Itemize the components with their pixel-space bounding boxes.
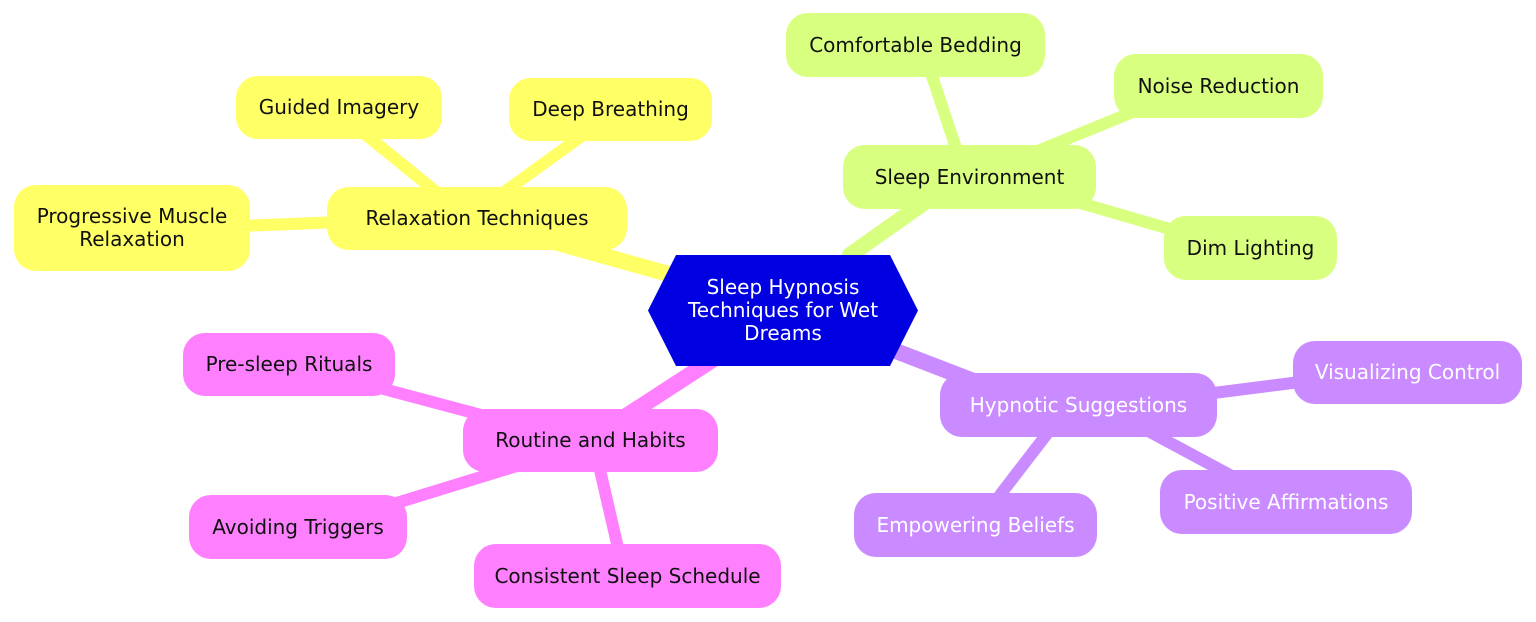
leaf-pre-sleep-rituals: Pre-sleep Rituals [183, 333, 395, 396]
root-node-label: Sleep Hypnosis Techniques for Wet Dreams [687, 275, 879, 345]
leaf-consistent-sleep-schedule: Consistent Sleep Schedule [474, 544, 781, 608]
edge-hypnotic-beliefs [994, 424, 1056, 501]
edge-routine-schedule [594, 464, 624, 554]
leaf-empowering-beliefs: Empowering Beliefs [854, 493, 1097, 557]
edge-environment-lighting [1064, 194, 1186, 238]
edge-relaxation-progressive [234, 216, 346, 232]
leaf-comfortable-bedding: Comfortable Bedding [786, 13, 1045, 77]
leaf-avoiding-triggers: Avoiding Triggers [189, 495, 407, 559]
leaf-visualizing-control: Visualizing Control [1293, 341, 1522, 404]
leaf-noise-reduction: Noise Reduction [1114, 54, 1323, 118]
root-hexagon [648, 255, 918, 366]
branch-routine-and-habits: Routine and Habits [463, 409, 718, 472]
leaf-guided-imagery: Guided Imagery [236, 76, 442, 139]
leaf-dim-lighting: Dim Lighting [1164, 216, 1337, 280]
branch-hypnotic-suggestions: Hypnotic Suggestions [940, 373, 1217, 437]
edge-relaxation-guided-imagery [354, 124, 446, 201]
leaf-positive-affirmations: Positive Affirmations [1160, 470, 1412, 534]
leaf-progressive-muscle-relaxation: Progressive Muscle Relaxation [14, 185, 250, 271]
branch-sleep-environment: Sleep Environment [843, 145, 1096, 209]
branch-relaxation-techniques: Relaxation Techniques [327, 187, 627, 250]
leaf-deep-breathing: Deep Breathing [509, 78, 712, 141]
edge-hypnotic-affirmations [1144, 426, 1236, 481]
root-hexagon-shape [648, 255, 918, 366]
